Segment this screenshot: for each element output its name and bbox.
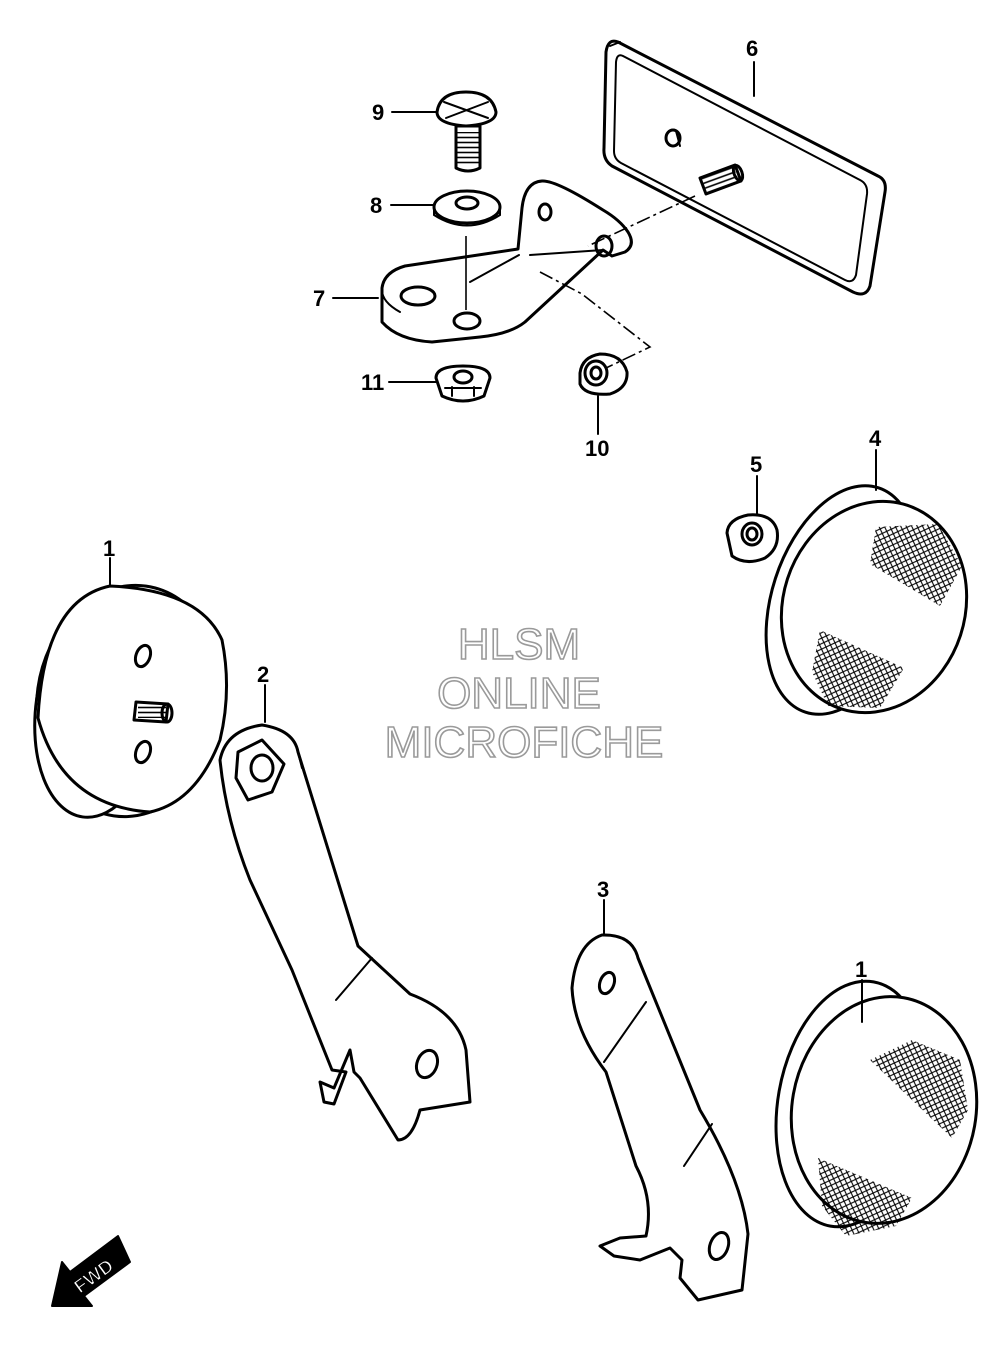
callout-9: 9 [372, 100, 384, 125]
leader-lines [109, 61, 877, 1023]
flange-nut-part-11 [434, 364, 492, 403]
fwd-arrow-icon [51, 1235, 131, 1307]
callout-6: 6 [746, 36, 758, 61]
screw-part-9 [435, 90, 498, 173]
callout-3: 3 [597, 877, 609, 902]
round-reflector-part-1-left [33, 583, 229, 819]
callout-5: 5 [750, 452, 762, 477]
callout-1-left: 1 [103, 536, 115, 561]
bracket-part-7 [380, 179, 633, 344]
rect-reflector-part-6 [602, 39, 887, 296]
callout-10: 10 [585, 436, 609, 461]
fwd-arrow: FWD [51, 1235, 131, 1307]
callout-11: 11 [361, 370, 384, 395]
watermark-line-3: MICROFICHE [385, 718, 664, 767]
round-reflector-part-4 [764, 484, 969, 716]
callout-8: 8 [370, 193, 382, 218]
stay-bracket-part-2 [218, 723, 472, 1142]
washer-part-8 [432, 189, 502, 227]
assembly-center-line [539, 195, 696, 369]
callout-7: 7 [313, 286, 325, 311]
watermark-line-1: HLSM [458, 620, 580, 669]
callout-1-right: 1 [855, 957, 867, 982]
callout-2: 2 [257, 662, 269, 687]
callout-4: 4 [869, 426, 882, 451]
watermark: HLSM ONLINE MICROFICHE [384, 619, 664, 768]
round-reflector-part-1-right [774, 979, 979, 1236]
stay-bracket-part-3 [570, 933, 750, 1302]
nut-part-5 [725, 513, 779, 563]
nut-part-10 [578, 352, 629, 396]
watermark-line-2: ONLINE [437, 669, 601, 718]
